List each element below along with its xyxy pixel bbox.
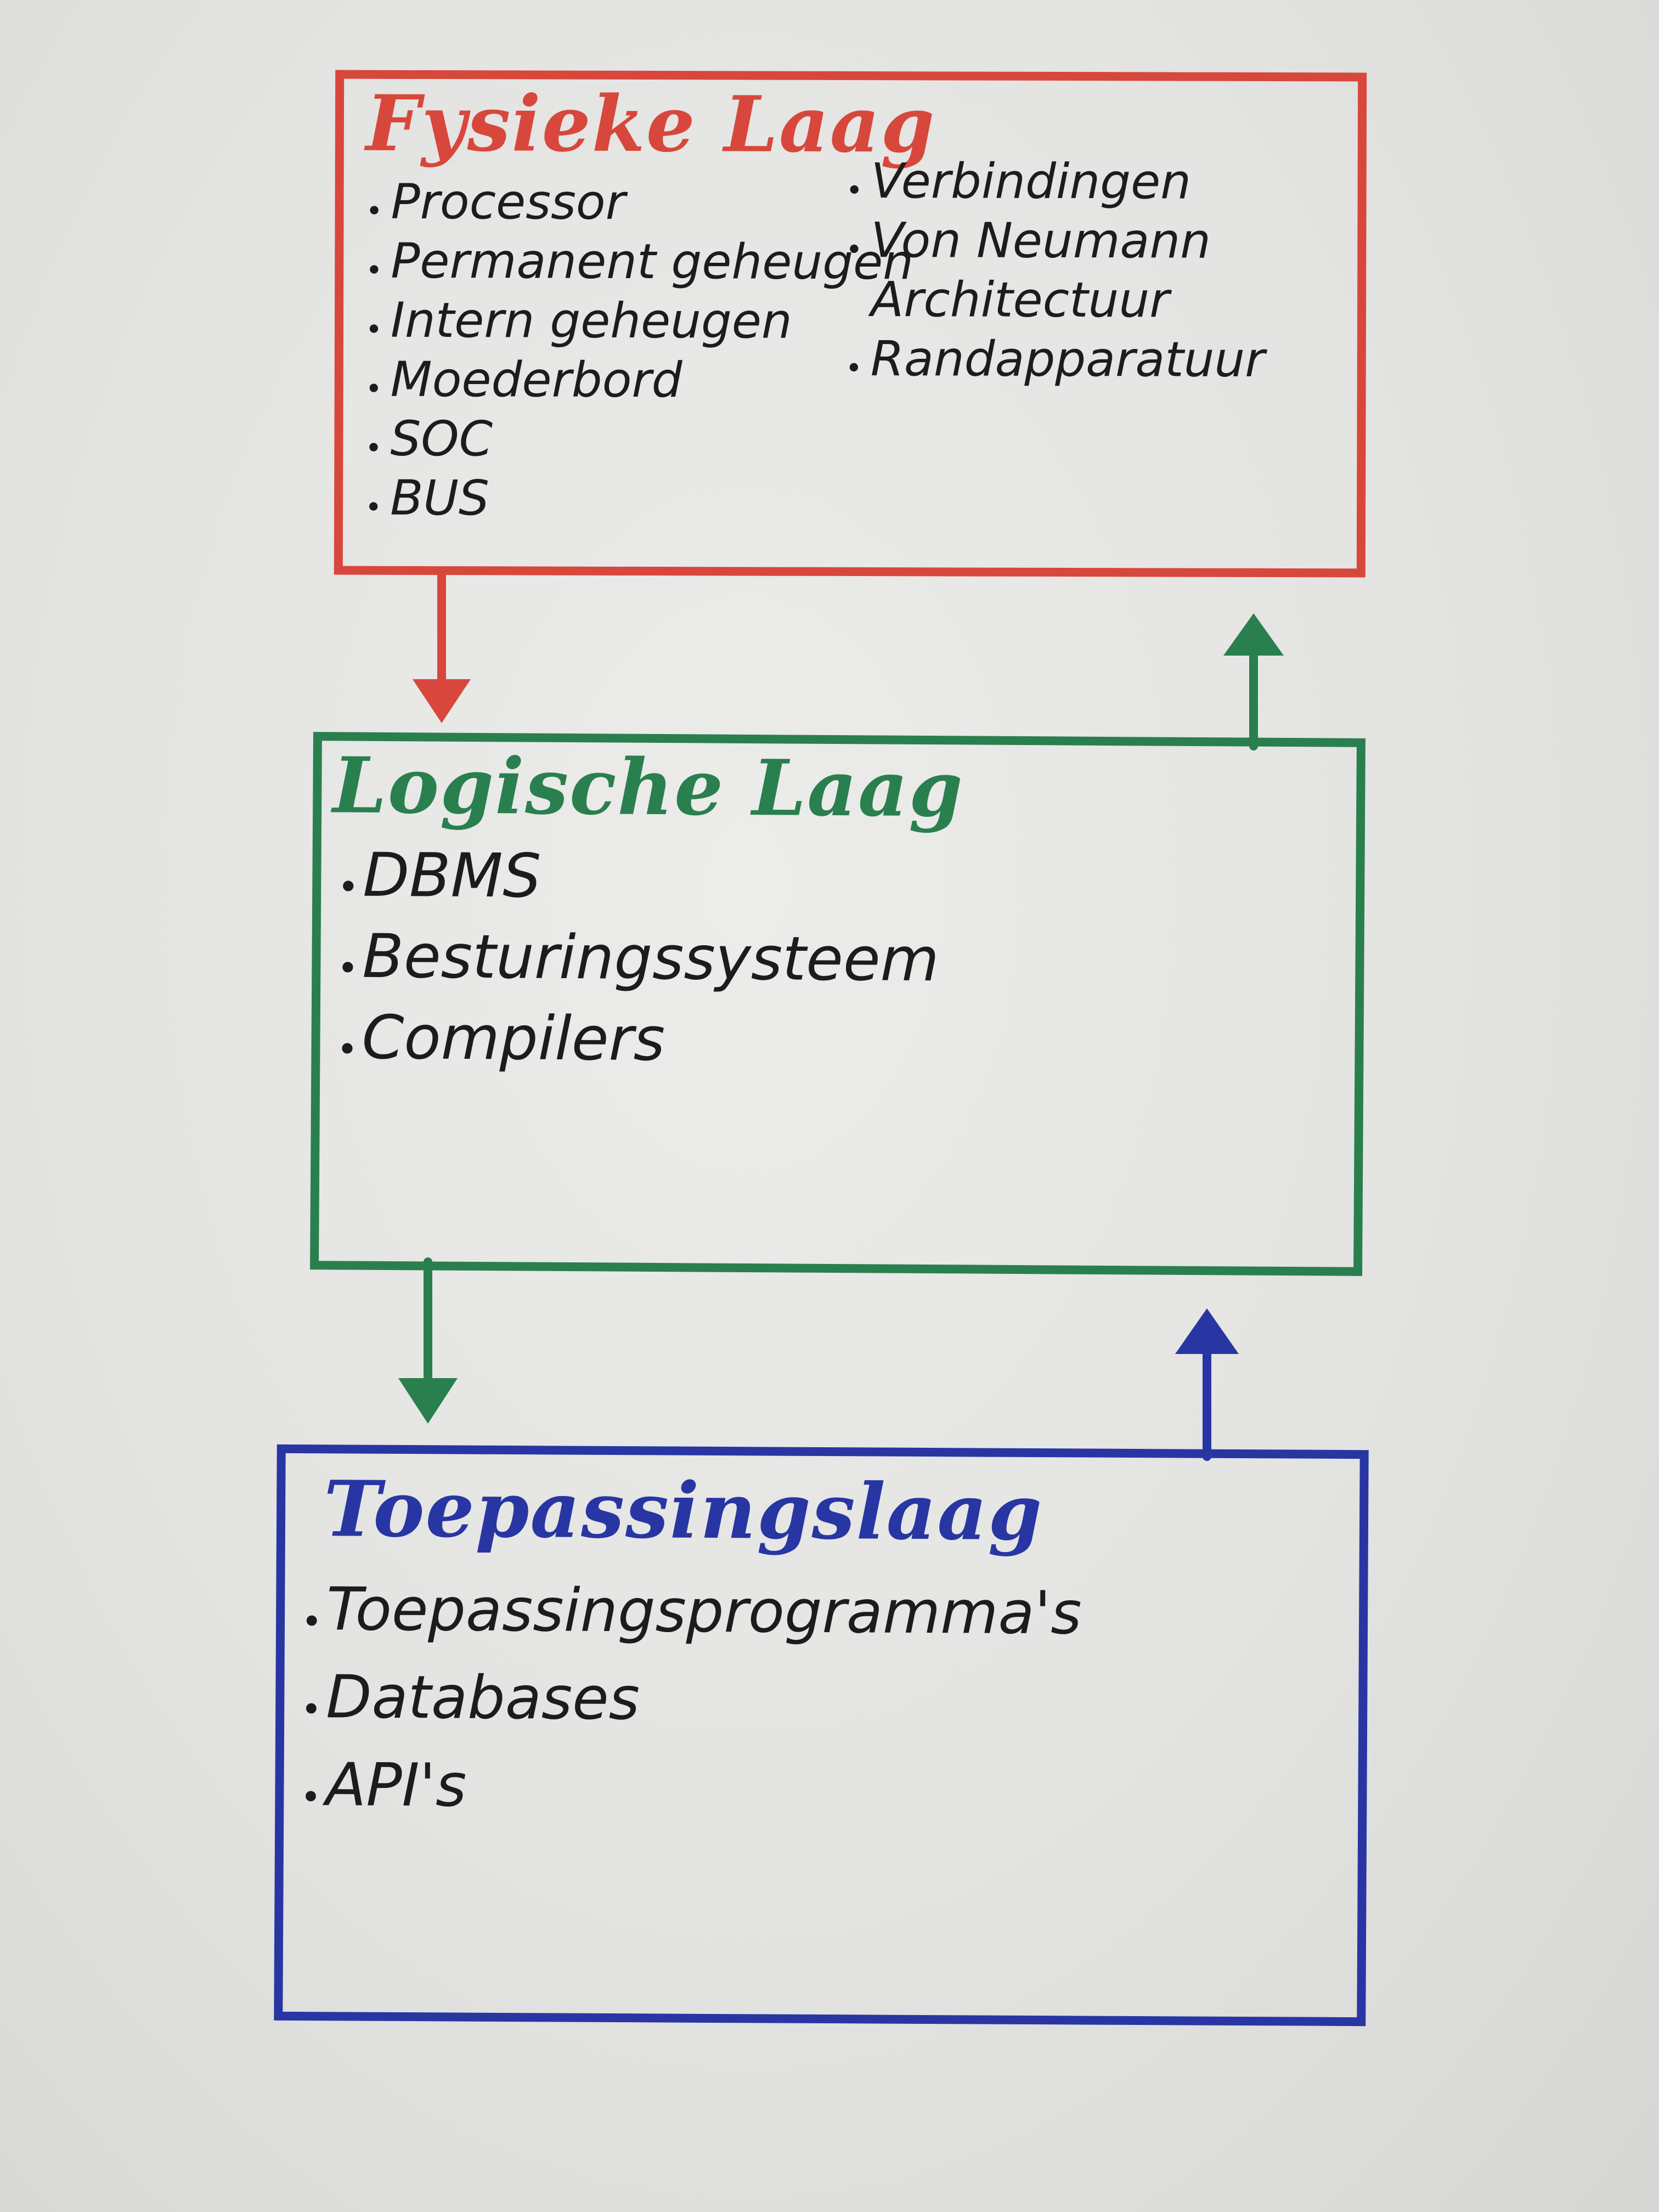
list-item: Databases <box>301 1654 1081 1745</box>
list-item: BUS <box>365 469 913 529</box>
arrow-head <box>398 1378 458 1424</box>
list-item: Intern geheugen <box>365 291 913 352</box>
list-item: Randapparatuur <box>845 329 1265 390</box>
list-item: Permanent geheugen <box>365 232 913 292</box>
list-item: Processor <box>365 172 913 233</box>
arrow-toepassing-to-logisch <box>1175 1308 1239 1461</box>
list-item: Moederbord <box>365 350 913 411</box>
layer-title: Toepassingslaag <box>323 1464 1043 1559</box>
layer-title: Logische Laag <box>332 741 964 835</box>
item-list-right: Verbindingen Von Neumann Architectuur Ra… <box>845 151 1266 390</box>
layer-toepassingslaag: Toepassingslaag Toepassingsprogramma's D… <box>274 1444 1369 2027</box>
list-item: Verbindingen <box>846 151 1266 212</box>
item-list-left: Processor Permanent geheugen Intern gehe… <box>365 172 913 529</box>
layer-logische-laag: Logische Laag DBMS Besturingssysteem Com… <box>310 732 1365 1276</box>
item-list: Toepassingsprogramma's Databases API's <box>300 1566 1082 1833</box>
item-list: DBMS Besturingssysteem Compilers <box>336 834 940 1081</box>
arrow-logisch-to-fysiek <box>1223 613 1284 751</box>
list-item: Toepassingsprogramma's <box>301 1566 1082 1657</box>
list-item: SOC <box>365 409 913 470</box>
arrow-logisch-to-toepassing <box>398 1257 458 1424</box>
arrow-fysiek-to-logisch <box>413 566 471 723</box>
arrow-head <box>1175 1308 1239 1354</box>
list-item: Von Neumann Architectuur <box>845 211 1255 330</box>
list-item: DBMS <box>337 834 940 919</box>
arrow-head <box>1223 613 1284 656</box>
layer-fysieke-laag: Fysieke Laag Processor Permanent geheuge… <box>334 70 1367 578</box>
arrow-head <box>413 679 471 723</box>
list-item: Compilers <box>336 996 939 1081</box>
list-item: Besturingssysteem <box>337 915 939 1000</box>
list-item: API's <box>300 1741 1081 1833</box>
